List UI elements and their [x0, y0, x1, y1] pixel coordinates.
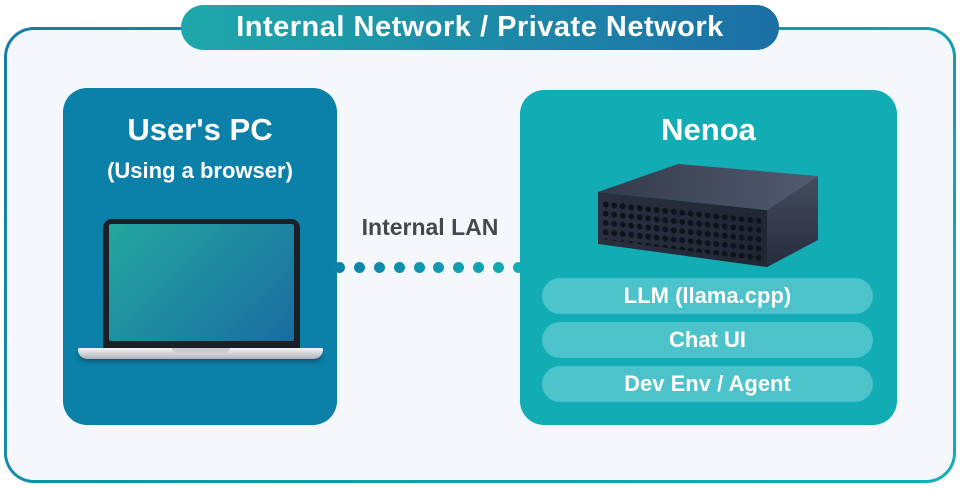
laptop-base — [78, 348, 323, 359]
lan-dot — [493, 262, 504, 273]
lan-dot — [473, 262, 485, 273]
lan-dot — [453, 262, 465, 273]
component-label: Dev Env / Agent — [624, 371, 791, 396]
component-label: LLM (llama.cpp) — [623, 283, 792, 308]
component-pill-dev-env: Dev Env / Agent — [542, 366, 873, 402]
laptop-icon — [103, 219, 300, 348]
pc-panel-title: User's PC — [127, 112, 273, 147]
network-title: Internal Network / Private Network — [236, 11, 724, 43]
lan-dot — [334, 262, 345, 273]
component-pill-llm: LLM (llama.cpp) — [542, 278, 873, 314]
component-label: Chat UI — [669, 327, 746, 352]
laptop-notch — [171, 348, 230, 353]
nenoa-panel: Nenoa — [520, 90, 897, 425]
pc-panel-subtitle: (Using a browser) — [107, 158, 293, 183]
lan-dot — [433, 262, 445, 273]
server-icon — [598, 164, 818, 267]
lan-dotted-line — [334, 262, 524, 273]
lan-dot — [393, 262, 405, 273]
lan-label: Internal LAN — [361, 214, 499, 240]
lan-dot — [373, 262, 385, 273]
component-pill-chat-ui: Chat UI — [542, 322, 873, 358]
nenoa-panel-title: Nenoa — [661, 112, 756, 147]
laptop-screen — [109, 224, 294, 341]
lan-dot — [353, 262, 365, 273]
network-title-badge: Internal Network / Private Network — [181, 5, 779, 50]
lan-dot — [413, 262, 425, 273]
lan-dot — [512, 262, 524, 273]
